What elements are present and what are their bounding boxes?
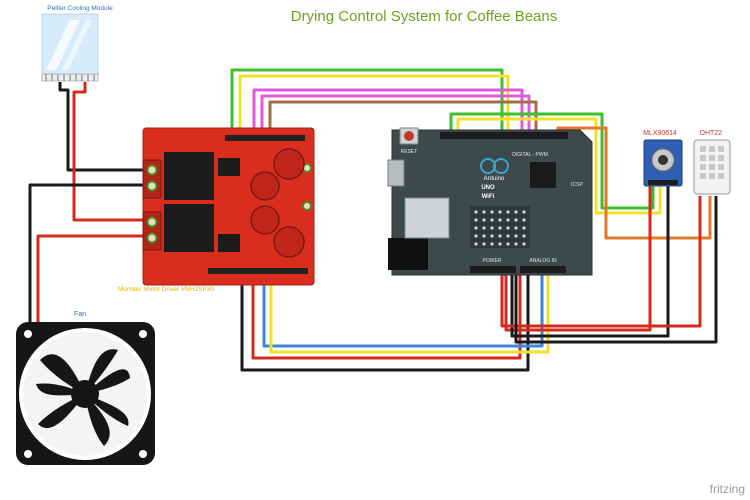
icsp-label: ICSP bbox=[571, 182, 583, 188]
wire-peltier-red bbox=[72, 82, 150, 222]
wire-magenta-a bbox=[252, 88, 524, 138]
motor-driver-board: Monster Motor Driver VNH2SP30 bbox=[118, 127, 315, 293]
wire-black-sensor-gnd bbox=[510, 185, 670, 338]
wire-orange-data bbox=[556, 126, 712, 240]
wire-yellow-scl bbox=[456, 117, 662, 215]
wire-black-gnd-1 bbox=[240, 272, 530, 372]
fritzing-watermark: fritzing bbox=[710, 482, 745, 496]
wire-red-sensor-vcc bbox=[504, 185, 652, 332]
variant-label: WiFi bbox=[482, 194, 495, 200]
wire-fan-red bbox=[36, 234, 150, 325]
mlx-label: MLX90614 bbox=[643, 130, 677, 137]
peltier-module: Peltier Cooling Module bbox=[41, 5, 113, 82]
diagram-title: Drying Control System for Coffee Beans bbox=[291, 8, 558, 25]
brand-label: Arduino bbox=[484, 176, 505, 182]
mlx90614-sensor: MLX90614 bbox=[643, 130, 683, 187]
driver-label: Monster Motor Driver VNH2SP30 bbox=[118, 286, 214, 293]
wire-black-dht-gnd bbox=[514, 196, 718, 344]
model-label: UNO bbox=[481, 185, 495, 191]
dht22-sensor: DHT22 bbox=[693, 130, 731, 195]
analog-label: ANALOG IN bbox=[529, 258, 557, 264]
wire-yellow-a bbox=[238, 74, 510, 138]
peltier-label: Peltier Cooling Module bbox=[47, 5, 113, 12]
wire-red-5v bbox=[251, 272, 522, 360]
digital-label: DIGITAL - PWM bbox=[512, 152, 548, 158]
power-label: POWER bbox=[483, 258, 502, 264]
reset-label: RESET bbox=[401, 149, 418, 155]
wire-green-sda bbox=[449, 112, 655, 210]
wires bbox=[28, 68, 718, 372]
fan-label: Fan bbox=[74, 311, 86, 318]
wire-peltier-black bbox=[58, 82, 150, 172]
wire-red-dht-vcc bbox=[500, 196, 702, 328]
wire-blue-analog bbox=[262, 272, 544, 348]
arduino-board: RESET DIGITAL - PWM Arduino UNO WiFi ICS… bbox=[387, 127, 593, 276]
wire-fan-black bbox=[28, 183, 150, 325]
wire-yellow-analog bbox=[269, 272, 550, 354]
dht-label: DHT22 bbox=[700, 130, 722, 137]
fan: Fan bbox=[16, 311, 155, 465]
